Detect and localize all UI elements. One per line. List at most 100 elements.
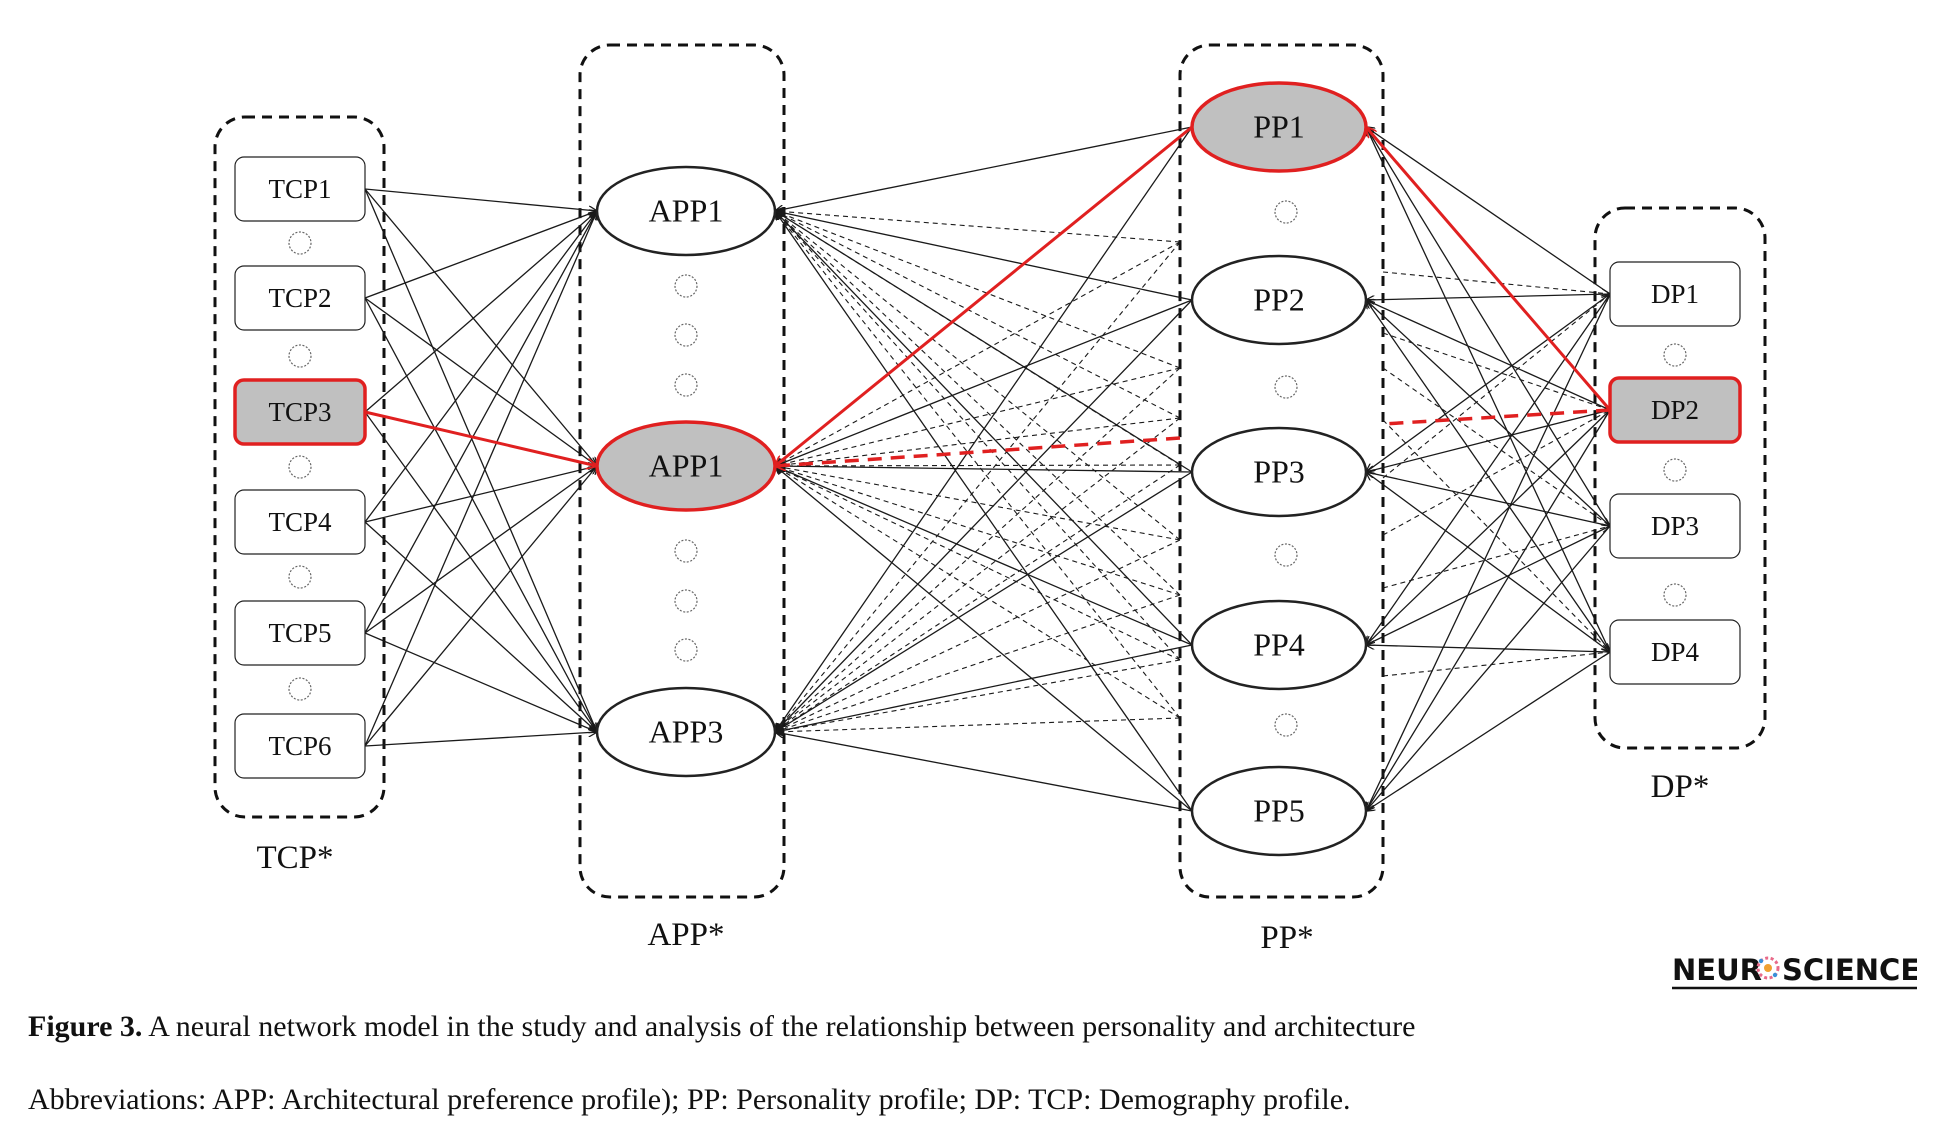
node-label: PP4 — [1253, 627, 1305, 663]
neuroscience-logo: NEUR SCIENCE — [1672, 953, 1917, 990]
dashed-edge-DP4 — [1382, 419, 1610, 652]
node-tcp5: TCP5 — [234, 600, 366, 666]
ellipsis-dot — [288, 344, 312, 368]
edge-TCP5-APP1a — [364, 211, 597, 634]
edge-TCP5-APP3 — [364, 632, 597, 732]
brain-icon — [1756, 956, 1780, 980]
node-app1a: APP1 — [595, 165, 777, 257]
ellipsis-dot — [674, 373, 698, 397]
ellipsis-dot — [1274, 375, 1298, 399]
node-tcp1: TCP1 — [234, 156, 366, 222]
highlight-dashed-edge-DP2-pp — [1382, 408, 1611, 426]
edge-PP4-APP3 — [775, 644, 1193, 732]
dashed-edge-pp-APP3 — [775, 659, 1181, 732]
ellipsis-dot — [1274, 200, 1298, 224]
dashed-edge-pp-APP3 — [775, 367, 1181, 732]
edge-DP3-PP2 — [1366, 300, 1611, 527]
ellipsis-dot — [1274, 713, 1298, 737]
node-label: PP2 — [1253, 282, 1305, 318]
node-pp3: PP3 — [1190, 426, 1368, 518]
edge-DP4-PP2 — [1366, 300, 1611, 653]
dashed-edge-pp-APP3 — [775, 594, 1181, 732]
dashed-edge-pp-APP1a — [775, 211, 1181, 243]
node-label: TCP6 — [268, 731, 331, 761]
edge-DP4-PP4 — [1366, 645, 1611, 653]
network-diagram: TCP1TCP2TCP3TCP4TCP5TCP6APP1APP1APP3PP1P… — [213, 43, 1767, 956]
node-label: DP4 — [1651, 637, 1700, 667]
figure-number: Figure 3. — [28, 1010, 143, 1043]
ellipsis-dot — [1663, 458, 1687, 482]
edge-DP1-PP4 — [1366, 293, 1611, 645]
dashed-edge-pp-APP3 — [775, 717, 1181, 732]
edge-DP3-PP3 — [1366, 472, 1611, 527]
dashed-edge-pp-APP3 — [775, 241, 1181, 732]
edge-PP5-APP3 — [775, 732, 1193, 812]
edge-TCP6-APP1b — [364, 466, 597, 747]
node-dp2: DP2 — [1608, 376, 1742, 444]
edge-PP1-APP1a — [775, 126, 1193, 211]
figure-abbreviations: Abbreviations: APP: Architectural prefer… — [28, 1083, 1351, 1116]
dp-group-box — [1593, 206, 1767, 750]
tcp-group-label: TCP* — [256, 840, 333, 876]
node-tcp2: TCP2 — [234, 265, 366, 331]
node-pp2: PP2 — [1190, 254, 1368, 346]
edge-TCP4-APP1b — [364, 466, 597, 523]
dashed-edge-DP2 — [1382, 410, 1610, 536]
dashed-edge-pp-APP1b — [775, 241, 1181, 466]
node-label: TCP2 — [268, 283, 331, 313]
figure-caption: Figure 3. A neural network model in the … — [28, 1010, 1908, 1044]
pp-group-box — [1178, 43, 1385, 899]
node-label: PP1 — [1253, 109, 1305, 145]
dashed-edge-pp-APP1b — [775, 367, 1181, 466]
edge-DP1-PP1 — [1366, 127, 1611, 295]
node-tcp4: TCP4 — [234, 489, 366, 555]
edge-PP4-APP1a — [775, 211, 1193, 646]
dashed-edge-pp-APP1a — [775, 211, 1181, 596]
dashed-edge-DP1 — [1382, 271, 1610, 294]
dashed-edge-pp-APP1b — [775, 466, 1181, 596]
ellipsis-dot — [288, 677, 312, 701]
dashed-edge-pp-APP1b — [775, 466, 1181, 541]
node-pp4: PP4 — [1190, 599, 1368, 691]
edge-PP2-APP1b — [775, 299, 1193, 466]
ellipsis-dot — [288, 231, 312, 255]
node-pp1: PP1 — [1190, 81, 1368, 173]
edge-PP5-APP1b — [775, 466, 1193, 812]
node-dp1: DP1 — [1609, 261, 1741, 327]
node-label: TCP3 — [268, 397, 331, 427]
node-label: TCP5 — [268, 618, 331, 648]
node-label: APP1 — [649, 193, 724, 229]
node-label: TCP4 — [268, 507, 332, 537]
node-app1b: APP1 — [595, 420, 777, 512]
ellipsis-dot — [1663, 343, 1687, 367]
dashed-edge-pp-APP1b — [775, 465, 1181, 466]
edge-DP2-PP5 — [1366, 409, 1611, 811]
ellipsis-dot — [674, 638, 698, 662]
edge-TCP1-APP3 — [364, 188, 597, 732]
edge-TCP2-APP1b — [364, 297, 597, 466]
dashed-edge-DP3 — [1382, 526, 1610, 589]
edge-DP3-PP1 — [1366, 127, 1611, 527]
edge-TCP3-APP1a — [364, 211, 597, 413]
edge-TCP3-APP3 — [364, 411, 597, 732]
dashed-edge-pp-APP1b — [775, 417, 1181, 466]
ellipsis-dot — [288, 455, 312, 479]
edge-PP1-APP3 — [775, 126, 1193, 732]
edge-TCP6-APP1a — [364, 211, 597, 747]
node-tcp6: TCP6 — [234, 713, 366, 779]
dashed-edge-pp-APP1a — [775, 211, 1181, 419]
tcp-group-box — [213, 115, 386, 819]
edge-TCP1-APP1a — [364, 188, 597, 211]
dashed-edge-pp-APP3 — [775, 464, 1181, 732]
edge-PP3-APP1b — [775, 466, 1193, 473]
ellipsis-dot — [1274, 543, 1298, 567]
edge-TCP6-APP3 — [364, 732, 597, 747]
edge-PP2-APP1a — [775, 211, 1193, 301]
logo-text-left: NEUR — [1672, 953, 1762, 987]
dashed-edge-pp-APP1a — [775, 211, 1181, 719]
ellipsis-dot — [674, 274, 698, 298]
ellipsis-dot — [1663, 583, 1687, 607]
edge-PP3-APP3 — [775, 471, 1193, 732]
node-label: PP3 — [1253, 454, 1305, 490]
node-label: TCP1 — [268, 174, 331, 204]
